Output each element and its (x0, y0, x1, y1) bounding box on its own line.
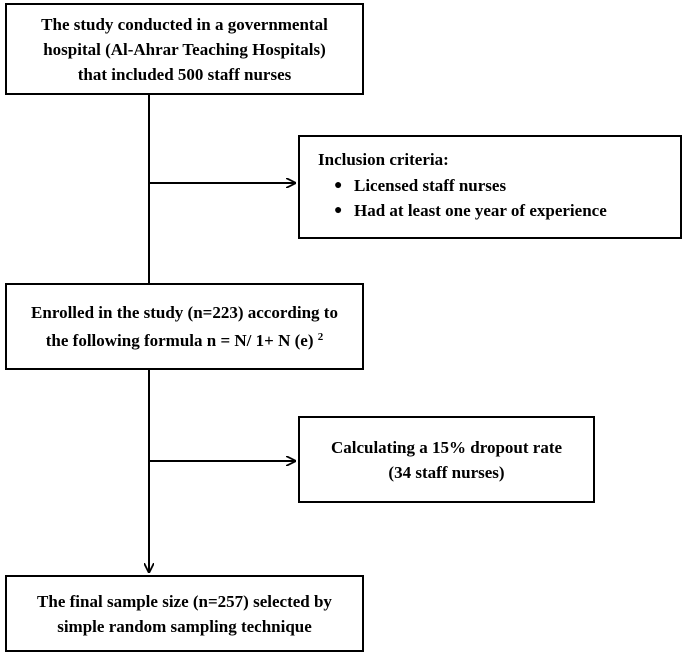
study-setting-box: The study conducted in a governmental ho… (5, 3, 364, 95)
enrollment-line-1: Enrolled in the study (n=223) according … (31, 303, 338, 322)
final-sample-box: The final sample size (n=257) selected b… (5, 575, 364, 652)
inclusion-criterion-2: Had at least one year of experience (354, 201, 607, 220)
formula-exponent: 2 (317, 331, 324, 343)
study-setting-line-2: hospital (Al-Ahrar Teaching Hospitals) (43, 39, 326, 59)
dropout-box: Calculating a 15% dropout rate (34 staff… (298, 416, 595, 503)
final-sample-line-1: The final sample size (n=257) selected b… (37, 591, 332, 611)
dropout-line-1: Calculating a 15% dropout rate (330, 437, 563, 457)
inclusion-criteria-box: Inclusion criteria: ● Licensed staff nur… (298, 135, 682, 239)
bullet-icon: ● (334, 178, 343, 193)
inclusion-criterion-1: Licensed staff nurses (354, 176, 507, 195)
inclusion-criteria-list: ● Licensed staff nurses ● Had at least o… (318, 173, 680, 223)
enrollment-formula: the following formula n = N/ 1+ N (e) (45, 331, 314, 350)
list-item: ● Licensed staff nurses (334, 173, 680, 198)
list-item: ● Had at least one year of experience (334, 198, 680, 223)
bullet-icon: ● (334, 203, 343, 218)
study-setting-line-1: The study conducted in a governmental (41, 14, 328, 34)
enrollment-line-2: the following formula n = N/ 1+ N (e) 2 (46, 325, 324, 353)
study-setting-line-3: that included 500 staff nurses (77, 64, 292, 84)
dropout-line-2: (34 staff nurses) (388, 462, 505, 482)
final-sample-line-2: simple random sampling technique (57, 616, 312, 636)
enrollment-box: Enrolled in the study (n=223) according … (5, 283, 364, 370)
inclusion-criteria-title: Inclusion criteria: (318, 150, 449, 169)
